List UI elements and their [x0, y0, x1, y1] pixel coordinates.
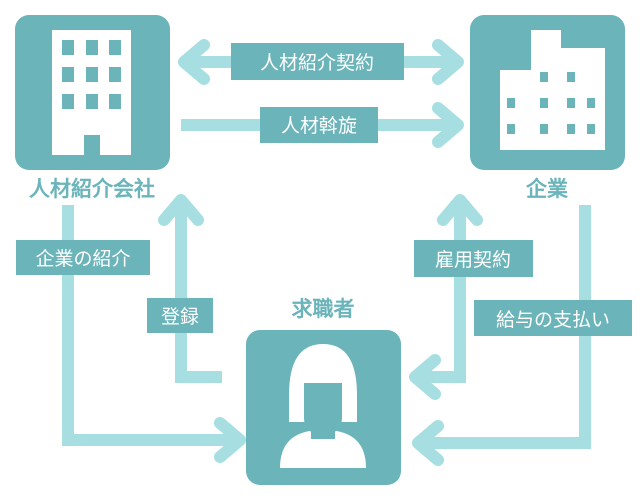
svg-text:人材紹介会社: 人材紹介会社 — [29, 177, 155, 201]
arrow-company-introduction — [62, 205, 246, 463]
node-agency: 人材紹介会社 — [15, 15, 170, 201]
node-seeker: 求職者 — [246, 297, 401, 485]
svg-text:給与の支払い: 給与の支払い — [496, 309, 610, 331]
label-mediation: 人材斡旋 — [260, 107, 378, 143]
svg-text:人材紹介契約: 人材紹介契約 — [260, 52, 374, 74]
arrow-employment-contract — [409, 194, 483, 400]
svg-text:企業の紹介: 企業の紹介 — [35, 248, 130, 270]
label-registration: 登録 — [147, 298, 213, 333]
label-company-introduction: 企業の紹介 — [16, 240, 150, 275]
buildings-icon — [500, 30, 605, 150]
arrow-salary-payment — [412, 205, 591, 466]
svg-text:人材斡旋: 人材斡旋 — [281, 115, 357, 137]
person-icon — [280, 344, 366, 468]
label-employment-contract: 雇用契約 — [414, 240, 533, 277]
label-salary-payment: 給与の支払い — [474, 300, 632, 336]
label-placement-contract: 人材紹介契約 — [231, 43, 404, 80]
svg-text:求職者: 求職者 — [292, 297, 355, 321]
svg-text:企業: 企業 — [525, 177, 569, 201]
arrow-registration — [158, 194, 222, 383]
svg-text:雇用契約: 雇用契約 — [435, 249, 511, 271]
svg-text:登録: 登録 — [161, 306, 199, 328]
node-company: 企業 — [470, 15, 625, 201]
office-building-icon — [52, 30, 131, 155]
